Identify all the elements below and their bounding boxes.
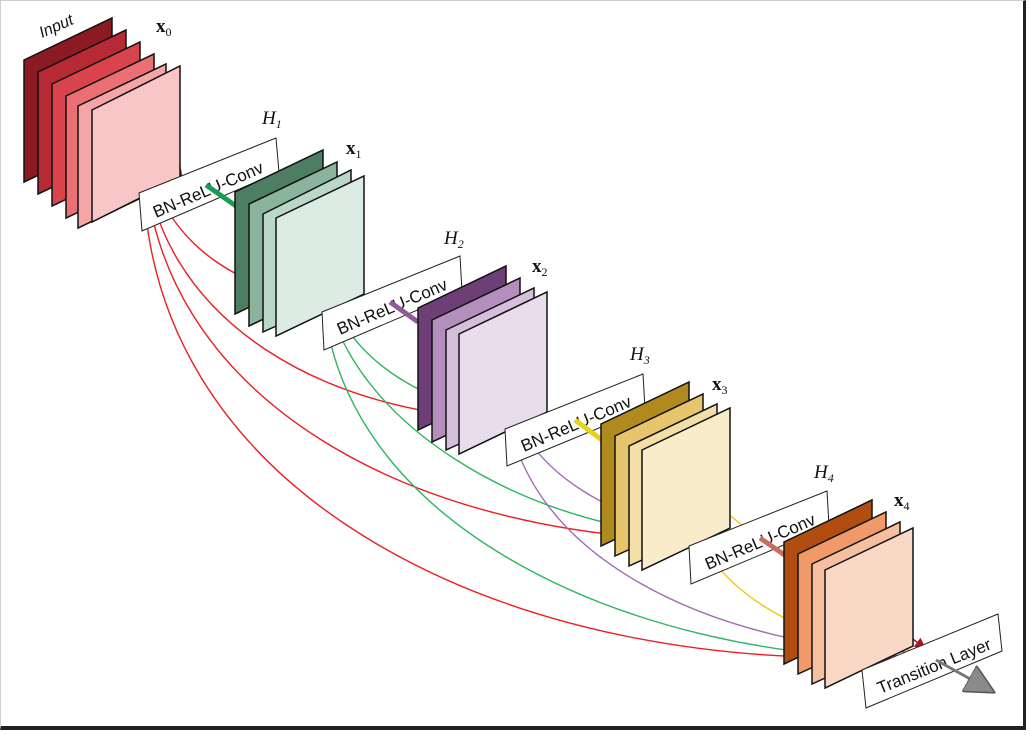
link-h1 (204, 182, 238, 209)
x3-label: x3 (712, 374, 728, 397)
block-h1: BN-ReLU-Conv H1 x1 (138, 108, 365, 338)
h1-label: H1 (261, 108, 282, 131)
feature-map (824, 526, 914, 690)
x0-label: x0 (156, 16, 172, 39)
arc-x0-to-transition (142, 142, 913, 658)
feature-map (275, 174, 365, 338)
block-x0: Input x0 (23, 11, 181, 230)
output-arrow (935, 658, 990, 690)
x2-label: x2 (532, 256, 548, 279)
h2-label: H2 (443, 228, 464, 251)
h4-label: H4 (813, 462, 834, 485)
block-h4: BN-ReLU-Conv H4 x4 (688, 462, 914, 690)
link-h2 (388, 299, 420, 325)
link-h3 (573, 417, 604, 443)
x1-label: x1 (346, 138, 362, 161)
transition-box (861, 613, 1003, 709)
h3-label: H3 (629, 344, 650, 367)
feature-map (641, 406, 731, 572)
block-h3: BN-ReLU-Conv H3 x3 (504, 344, 731, 572)
link-h4 (758, 535, 788, 559)
block-h2: BN-ReLU-Conv H2 x2 (321, 228, 548, 456)
arc-x0-to-h4 (143, 142, 731, 541)
x4-label: x4 (894, 490, 910, 513)
